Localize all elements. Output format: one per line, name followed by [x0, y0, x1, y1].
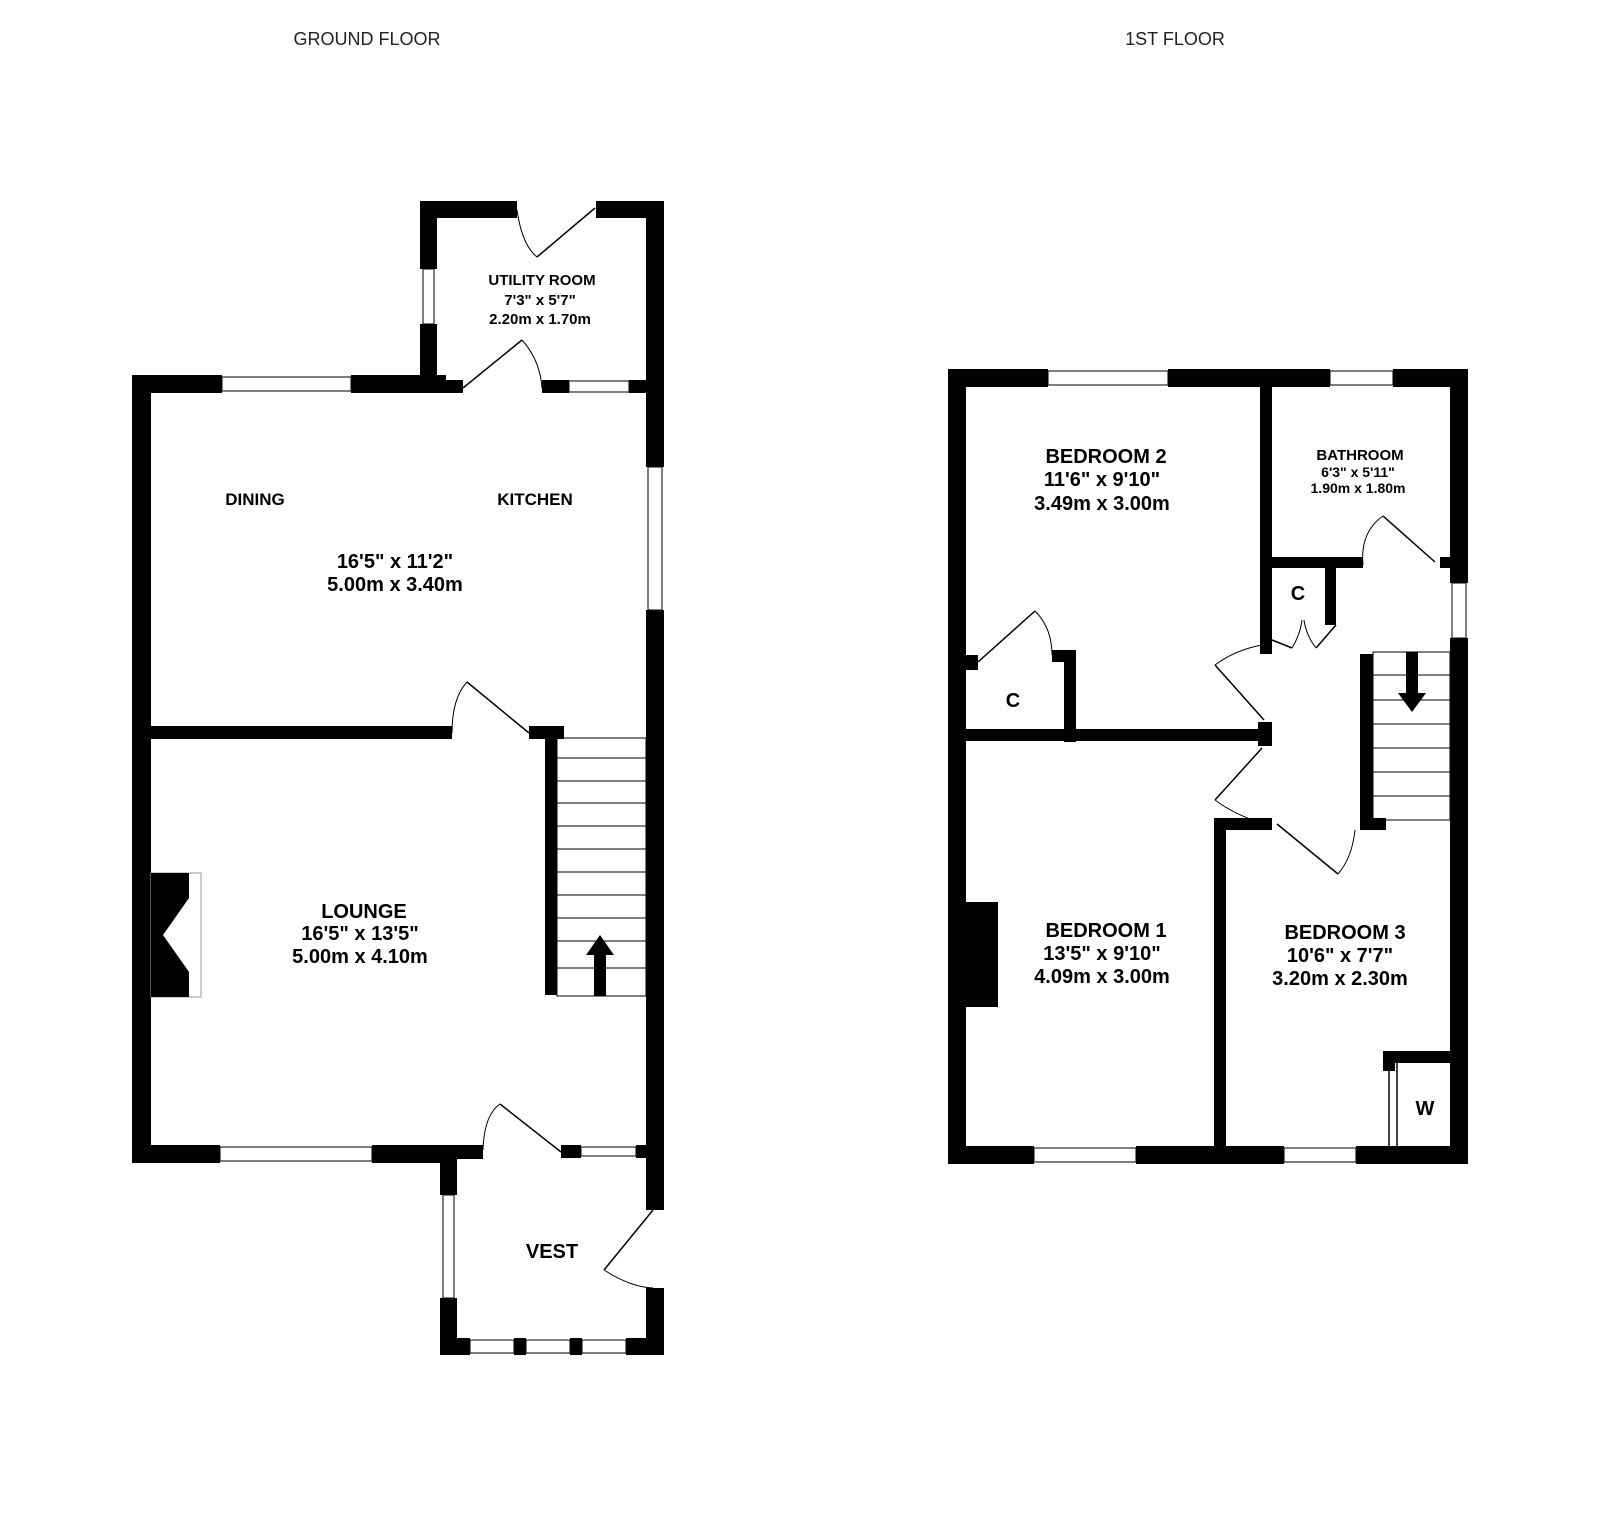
- utility-room-imperial: 7'3" x 5'7": [504, 292, 575, 309]
- ground-floor-plan: UTILITY ROOM 7'3" x 5'7" 2.20m x 1.70m D…: [132, 201, 664, 1355]
- bedroom1-metric: 4.09m x 3.00m: [1034, 966, 1170, 988]
- bathroom-metric: 1.90m x 1.80m: [1311, 480, 1406, 496]
- ground-floor-title: GROUND FLOOR: [293, 29, 440, 49]
- utility-room-metric: 2.20m x 1.70m: [489, 311, 591, 328]
- kitchen-top-window: [568, 380, 630, 393]
- first-floor-title: 1ST FLOOR: [1125, 29, 1225, 49]
- bedroom1-name: BEDROOM 1: [1045, 920, 1166, 942]
- bedroom3-name: BEDROOM 3: [1284, 922, 1405, 944]
- dining-label: DINING: [225, 490, 285, 509]
- kitchen-right-window: [647, 466, 663, 611]
- bedroom2-metric: 3.49m x 3.00m: [1034, 493, 1170, 515]
- bathroom-imperial: 6'3" x 5'11": [1321, 464, 1395, 480]
- bedroom3-imperial: 10'6" x 7'7": [1287, 945, 1393, 967]
- vest-bottom-window-1: [469, 1339, 515, 1354]
- first-floor-plan: BEDROOM 2 11'6" x 9'10" 3.49m x 3.00m BA…: [948, 369, 1468, 1164]
- bedroom1-chimney-breast: [966, 902, 998, 1007]
- wardrobe-label: W: [1416, 1098, 1435, 1120]
- vest-top-window: [580, 1146, 637, 1157]
- kitchen-dining-metric: 5.00m x 3.40m: [327, 574, 463, 596]
- bedroom2-name: BEDROOM 2: [1045, 446, 1166, 468]
- lounge-name: LOUNGE: [321, 901, 407, 923]
- landing-right-window: [1451, 582, 1467, 639]
- kitchen-dining-imperial: 16'5" x 11'2": [337, 551, 453, 573]
- bedroom1-imperial: 13'5" x 9'10": [1043, 943, 1160, 965]
- bedroom1-bottom-window: [1033, 1147, 1137, 1163]
- bathroom-top-window: [1329, 370, 1394, 386]
- lounge-bottom-window: [219, 1146, 373, 1162]
- bedroom2-imperial: 11'6" x 9'10": [1044, 469, 1160, 491]
- stair-up-arrow-icon: [586, 935, 614, 996]
- vest-left-window: [442, 1194, 455, 1299]
- lounge-fireplace: [150, 872, 202, 998]
- bedroom3-bottom-window: [1283, 1147, 1357, 1163]
- dining-top-window: [221, 376, 352, 392]
- lounge-imperial: 16'5" x 13'5": [301, 923, 418, 945]
- bedroom2-cupboard-label: C: [1006, 690, 1020, 712]
- lounge-metric: 5.00m x 4.10m: [292, 946, 428, 968]
- bedroom3-metric: 3.20m x 2.30m: [1272, 968, 1408, 990]
- vest-bottom-window-3: [581, 1339, 627, 1354]
- utility-room-name: UTILITY ROOM: [488, 272, 595, 289]
- bedroom2-top-window: [1047, 370, 1169, 386]
- ground-staircase: [556, 737, 647, 997]
- first-staircase: [1372, 651, 1451, 821]
- bathroom-name: BATHROOM: [1316, 447, 1403, 464]
- vest-bottom-window-2: [525, 1339, 571, 1354]
- utility-left-window: [422, 268, 435, 325]
- landing-cupboard-label: C: [1291, 583, 1305, 605]
- stair-down-arrow-icon: [1398, 652, 1426, 712]
- vest-name: VEST: [526, 1241, 578, 1263]
- kitchen-label: KITCHEN: [497, 490, 573, 509]
